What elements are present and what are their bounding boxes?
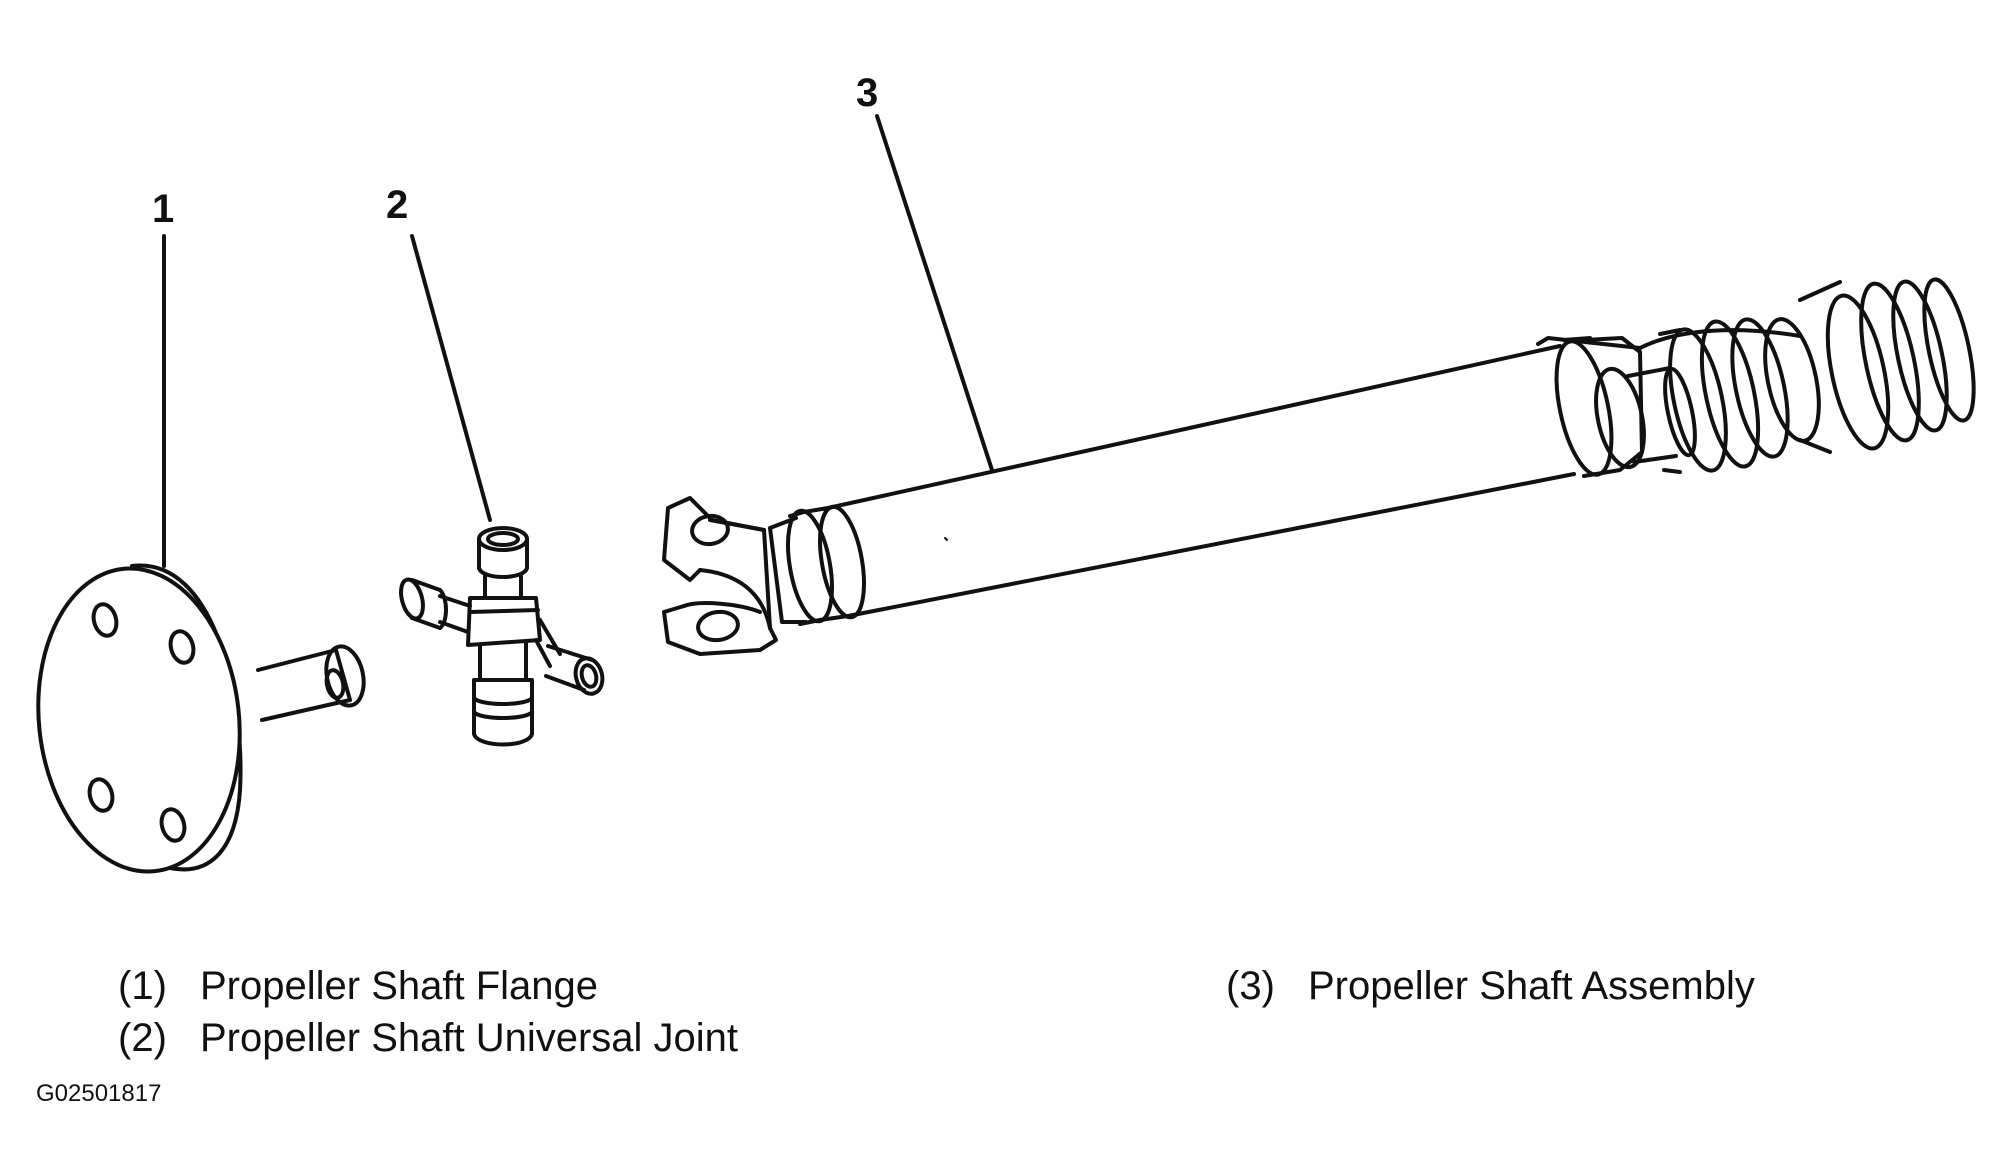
- universal-joint: [399, 526, 605, 747]
- legend-number-3: (3): [1226, 964, 1275, 1008]
- propeller-shaft-flange: [36, 563, 366, 874]
- propeller-shaft-assembly: [662, 277, 1976, 656]
- legend-number-1: (1): [118, 964, 167, 1008]
- callout-1: 1: [152, 187, 174, 231]
- legend-label-3: Propeller Shaft Assembly: [1308, 964, 1755, 1008]
- legend-item-2: (2) Propeller Shaft Universal Joint: [118, 1014, 738, 1062]
- leader-line-3: [875, 114, 994, 472]
- legend-label-2: Propeller Shaft Universal Joint: [200, 1016, 739, 1060]
- callout-3: 3: [856, 71, 878, 115]
- callout-2: 2: [386, 183, 408, 227]
- legend-item-1: (1) Propeller Shaft Flange: [118, 962, 598, 1010]
- legend-number-2: (2): [118, 1016, 167, 1060]
- legend-item-3: (3) Propeller Shaft Assembly: [1226, 962, 1755, 1010]
- leader-line-2: [410, 234, 492, 522]
- legend-label-1: Propeller Shaft Flange: [200, 964, 599, 1008]
- figure-id: G02501817: [36, 1080, 162, 1107]
